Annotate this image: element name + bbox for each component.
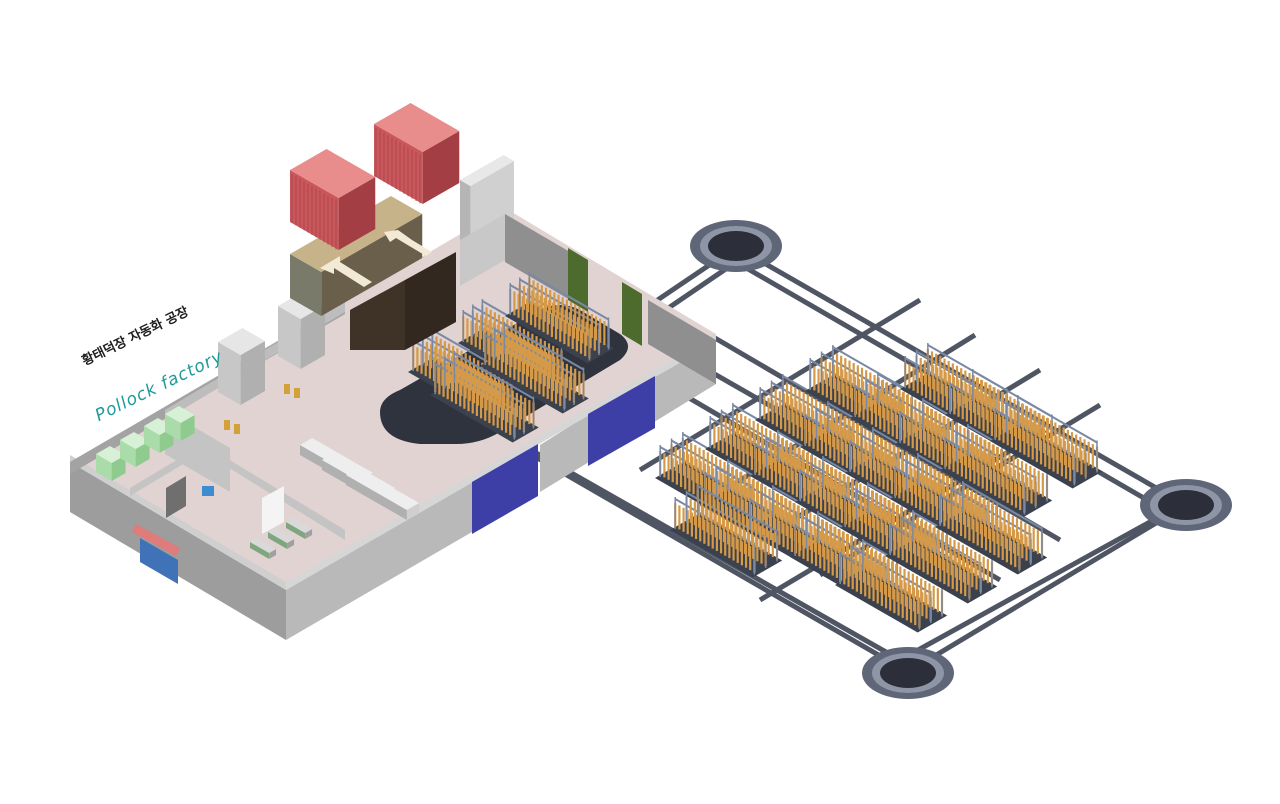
dock-door (405, 252, 456, 350)
cold-storage-box-icon-top (120, 432, 150, 449)
office-desk-top (286, 518, 313, 533)
interior-wall (130, 440, 210, 496)
drying-rack-icon (430, 351, 539, 443)
rail-track (906, 502, 1188, 675)
dock-platform-right (321, 214, 423, 316)
cold-storage-box-icon-top (96, 446, 126, 463)
control-cabinet-icon (218, 328, 265, 405)
drying-rack-icon-bar (503, 323, 585, 371)
office-desk-left (250, 542, 270, 559)
cold-storage-box-icon (120, 432, 150, 467)
office-desk-right (305, 529, 313, 539)
back-wall-right-top (460, 155, 514, 186)
office-desk-top (250, 538, 277, 553)
cabinet-indicator (284, 384, 290, 394)
front-right-wall (286, 482, 472, 640)
drying-rack-icon-bar (697, 485, 778, 533)
drying-rack-icon-bar (528, 273, 610, 321)
entrance-door-icon (140, 538, 178, 584)
office-desk-right (269, 549, 277, 559)
work-table (346, 468, 420, 520)
cabinet-indicator (224, 420, 230, 430)
back-wall-right-left (460, 180, 471, 246)
shipping-container-icon-left (290, 170, 339, 250)
drying-rack-icon (480, 322, 589, 414)
office-desk (268, 528, 295, 549)
cold-storage-box-icon-right (180, 415, 195, 441)
cold-storage-box-icon-right (111, 455, 126, 481)
back-wall-panel (460, 214, 505, 286)
cold-storage-box-icon (165, 406, 195, 441)
cold-storage-box-icon-left (165, 414, 181, 441)
rail-track (898, 509, 1170, 663)
loading-dock-arrow-icon (320, 256, 372, 287)
rail-hub-icon (862, 647, 954, 699)
shipping-container-icon-left (374, 124, 423, 204)
cold-storage-box-icon (96, 446, 126, 481)
outdoor-drying-field (655, 343, 1103, 633)
drying-rack-icon (935, 481, 1048, 575)
shipping-container-icon-top (290, 149, 376, 198)
work-table-left (346, 475, 407, 520)
office-door-white (262, 486, 284, 534)
rail-hub-pit (708, 231, 764, 261)
control-cabinet-icon-right (300, 305, 325, 369)
cold-storage-box-icon-left (144, 426, 160, 453)
cabinet-indicator (234, 424, 240, 434)
work-table-right (406, 503, 420, 520)
shipping-container-icon-right (422, 131, 460, 204)
drying-rack-icon-bar (962, 482, 1043, 530)
loading-door-blue (588, 376, 655, 466)
control-cabinet-icon-left (218, 342, 241, 405)
rail-track (518, 445, 910, 675)
dock-door (350, 280, 405, 350)
shipping-container-icon (290, 149, 376, 250)
rail-hub-pit (880, 658, 936, 688)
office-desk (250, 538, 277, 559)
factory-building (70, 155, 716, 640)
office-desk-right (287, 539, 295, 549)
green-panel (568, 248, 588, 312)
cold-storage-box-icon-right (135, 441, 150, 467)
shipping-container-icon-right (338, 177, 376, 250)
rail-hub-pit (1158, 490, 1214, 520)
office-desk (286, 518, 313, 539)
dock-platform-left (290, 254, 322, 316)
drying-rack-icon (940, 424, 1053, 518)
shipping-container-icon (374, 103, 460, 204)
office-desk-left (268, 532, 288, 549)
loading-dock-arrow-icon (384, 230, 432, 256)
right-wall-end (648, 300, 716, 384)
back-wall-panel-dark (505, 214, 570, 300)
cold-storage-box-icon-left (120, 440, 136, 467)
drying-rack-icon (990, 395, 1103, 489)
rail-hub-icon (1140, 479, 1232, 531)
loading-door-blue (472, 444, 538, 534)
shipping-container-icon-top (374, 103, 460, 152)
rail-hub-icon (690, 220, 782, 272)
drying-rack-icon (505, 272, 614, 364)
water-dispenser (202, 486, 214, 496)
control-cabinet-icon-top (218, 328, 265, 355)
cold-storage-box-icon-top (165, 406, 195, 423)
drying-rack-icon-bar (1017, 396, 1098, 444)
office-door (166, 476, 186, 518)
green-panel (622, 282, 642, 346)
wall-cap (286, 334, 716, 590)
office-desk-top (268, 528, 295, 543)
wall-cap (70, 455, 286, 590)
cabinet-indicator (294, 388, 300, 398)
drying-rack-icon-bar (453, 352, 535, 400)
drying-rack-icon (835, 539, 948, 633)
control-cabinet-icon-left (278, 306, 301, 369)
drying-rack-icon (670, 484, 783, 578)
control-cabinet-icon-right (240, 341, 265, 405)
work-table-top (346, 468, 420, 510)
office-desk-left (286, 522, 306, 539)
entrance-canopy (132, 524, 180, 556)
